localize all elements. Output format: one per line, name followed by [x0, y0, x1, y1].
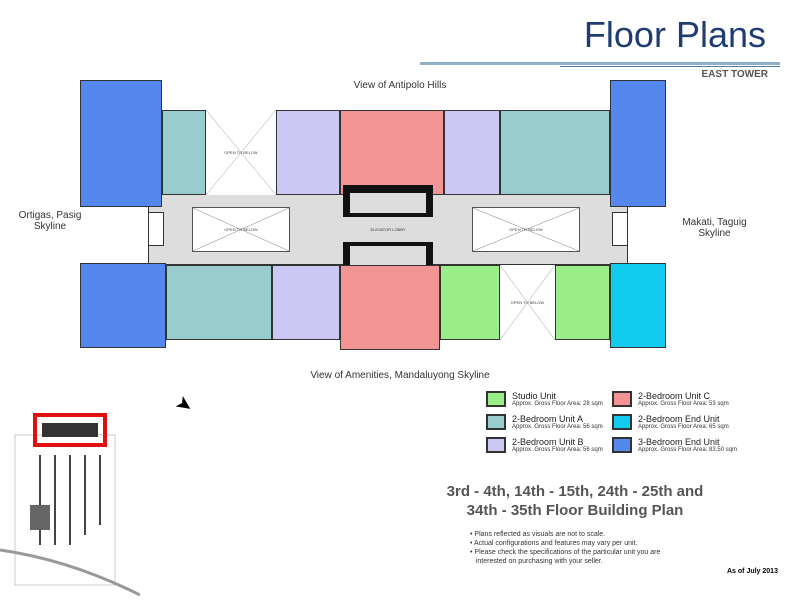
page-title: Floor Plans — [583, 14, 766, 55]
unit-2br-end[interactable] — [610, 263, 666, 348]
unit-2br-a[interactable] — [166, 265, 272, 340]
unit-2br-a[interactable] — [162, 110, 206, 195]
elevator-lobby-label: ELEVATOR LOBBY — [370, 227, 406, 232]
note: • Actual configurations and features may… — [470, 540, 638, 547]
legend-swatch — [486, 437, 506, 453]
unit-studio[interactable] — [555, 265, 610, 340]
title-underline-thin — [560, 66, 780, 67]
legend-area: Approx. Gross Floor Area: 65 sqm — [638, 424, 729, 430]
unit-3br-end[interactable] — [80, 80, 162, 207]
open-to-below: OPEN TO BELOW — [192, 207, 290, 252]
legend-area: Approx. Gross Floor Area: 28 sqm — [512, 401, 603, 407]
elevator-cars — [350, 246, 426, 266]
note: interested on purchasing with your selle… — [470, 558, 603, 565]
tower-label: EAST TOWER — [701, 69, 768, 80]
open-to-below: OPEN TO BELOW — [472, 207, 580, 252]
location-map — [0, 413, 140, 597]
plan-title-line: 3rd - 4th, 14th - 15th, 24th - 25th and — [446, 483, 704, 500]
note: • Please check the specifications of the… — [470, 549, 661, 556]
view-bottom: View of Amenities, Mandaluyong Skyline — [310, 370, 490, 381]
legend-name: 2-Bedroom Unit A — [512, 414, 584, 424]
unit-2br-b[interactable] — [444, 110, 500, 195]
title-underline — [420, 62, 780, 65]
as-of-date: As of July 2013 — [727, 568, 778, 575]
legend-area: Approx. Gross Floor Area: 53 sqm — [638, 401, 729, 407]
legend-area: Approx. Gross Floor Area: 56 sqm — [512, 424, 603, 430]
plan-title: 3rd - 4th, 14th - 15th, 24th - 25th and … — [410, 482, 740, 520]
legend-name: 3-Bedroom End Unit — [638, 437, 720, 447]
unit-3br-end[interactable] — [610, 80, 666, 207]
unit-3br-end[interactable] — [80, 263, 166, 348]
unit-2br-c[interactable] — [340, 110, 444, 195]
view-right: Makati, Taguig Skyline — [682, 217, 747, 239]
stairwell — [612, 212, 628, 246]
legend-swatch — [612, 437, 632, 453]
view-left: Ortigas, Pasig Skyline — [18, 210, 82, 232]
open-to-below: OPEN TO BELOW — [206, 110, 276, 195]
legend-name: 2-Bedroom Unit B — [512, 437, 584, 447]
legend-name: 2-Bedroom End Unit — [638, 414, 720, 424]
legend-name: 2-Bedroom Unit C — [638, 391, 711, 401]
unit-2br-c[interactable] — [340, 265, 440, 350]
note: • Plans reflected as visuals are not to … — [470, 531, 606, 538]
plan-title-line: 34th - 35th Floor Building Plan — [466, 502, 684, 519]
legend-swatch — [612, 391, 632, 407]
legend-swatch — [612, 414, 632, 430]
elevator-cars — [350, 193, 426, 213]
unit-studio[interactable] — [440, 265, 500, 340]
unit-2br-b[interactable] — [272, 265, 340, 340]
notes: • Plans reflected as visuals are not to … — [470, 530, 660, 566]
unit-2br-b[interactable] — [276, 110, 340, 195]
unit-2br-a[interactable] — [500, 110, 610, 195]
open-to-below: OPEN TO BELOW — [500, 265, 555, 340]
view-top: View of Antipolo Hills — [353, 80, 447, 91]
legend-swatch — [486, 414, 506, 430]
legend-area: Approx. Gross Floor Area: 83.50 sqm — [638, 447, 738, 453]
legend-swatch — [486, 391, 506, 407]
legend-name: Studio Unit — [512, 391, 557, 401]
stairwell — [148, 212, 164, 246]
legend-area: Approx. Gross Floor Area: 56 sqm — [512, 447, 603, 453]
